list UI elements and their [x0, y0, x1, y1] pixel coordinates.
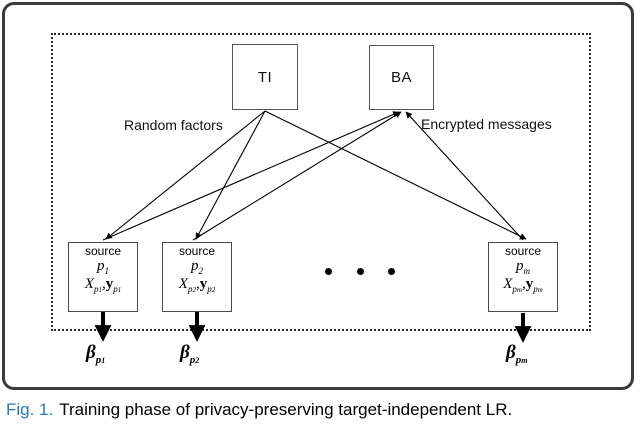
source-id-1: p1 — [97, 257, 109, 276]
source-data-m: Xpm,ypm — [503, 276, 543, 295]
trusted-initializer-node[interactable]: TI — [232, 44, 298, 110]
ellipsis-dots — [325, 264, 395, 278]
source-box-2[interactable]: source p2 Xp2,yp2 — [162, 242, 232, 312]
source-title-m: source — [504, 244, 542, 258]
privacy-boundary-dotted-rectangle — [51, 33, 591, 331]
figure-number: Fig. 1. — [6, 400, 54, 419]
output-beta-m: βpm — [506, 342, 528, 366]
output-beta-2: βp2 — [180, 342, 200, 366]
edge-label-encrypted-messages: Encrypted messages — [421, 116, 552, 132]
edge-label-random-factors: Random factors — [124, 117, 223, 133]
figure-caption: Fig. 1. Training phase of privacy-preserv… — [6, 400, 634, 420]
ellipsis-dot-3 — [388, 267, 395, 275]
output-beta-1: βp1 — [86, 342, 106, 366]
ellipsis-dot-1 — [325, 267, 332, 275]
node-label-ti: TI — [257, 68, 273, 86]
node-label-ba: BA — [390, 69, 412, 86]
source-title-2: source — [178, 244, 216, 258]
source-box-1[interactable]: source p1 Xp1,yp1 — [68, 242, 138, 312]
source-box-m[interactable]: source pm Xpm,ypm — [488, 242, 558, 312]
blind-aggregator-node[interactable]: BA — [369, 45, 434, 110]
source-data-1: Xp1,yp1 — [84, 276, 122, 295]
source-title-1: source — [84, 244, 122, 258]
source-id-2: p2 — [191, 257, 203, 276]
figure-caption-text: Training phase of privacy-preserving tar… — [59, 400, 513, 419]
source-data-2: Xp2,yp2 — [178, 276, 216, 295]
source-id-m: pm — [516, 257, 530, 276]
ellipsis-dot-2 — [356, 267, 364, 275]
